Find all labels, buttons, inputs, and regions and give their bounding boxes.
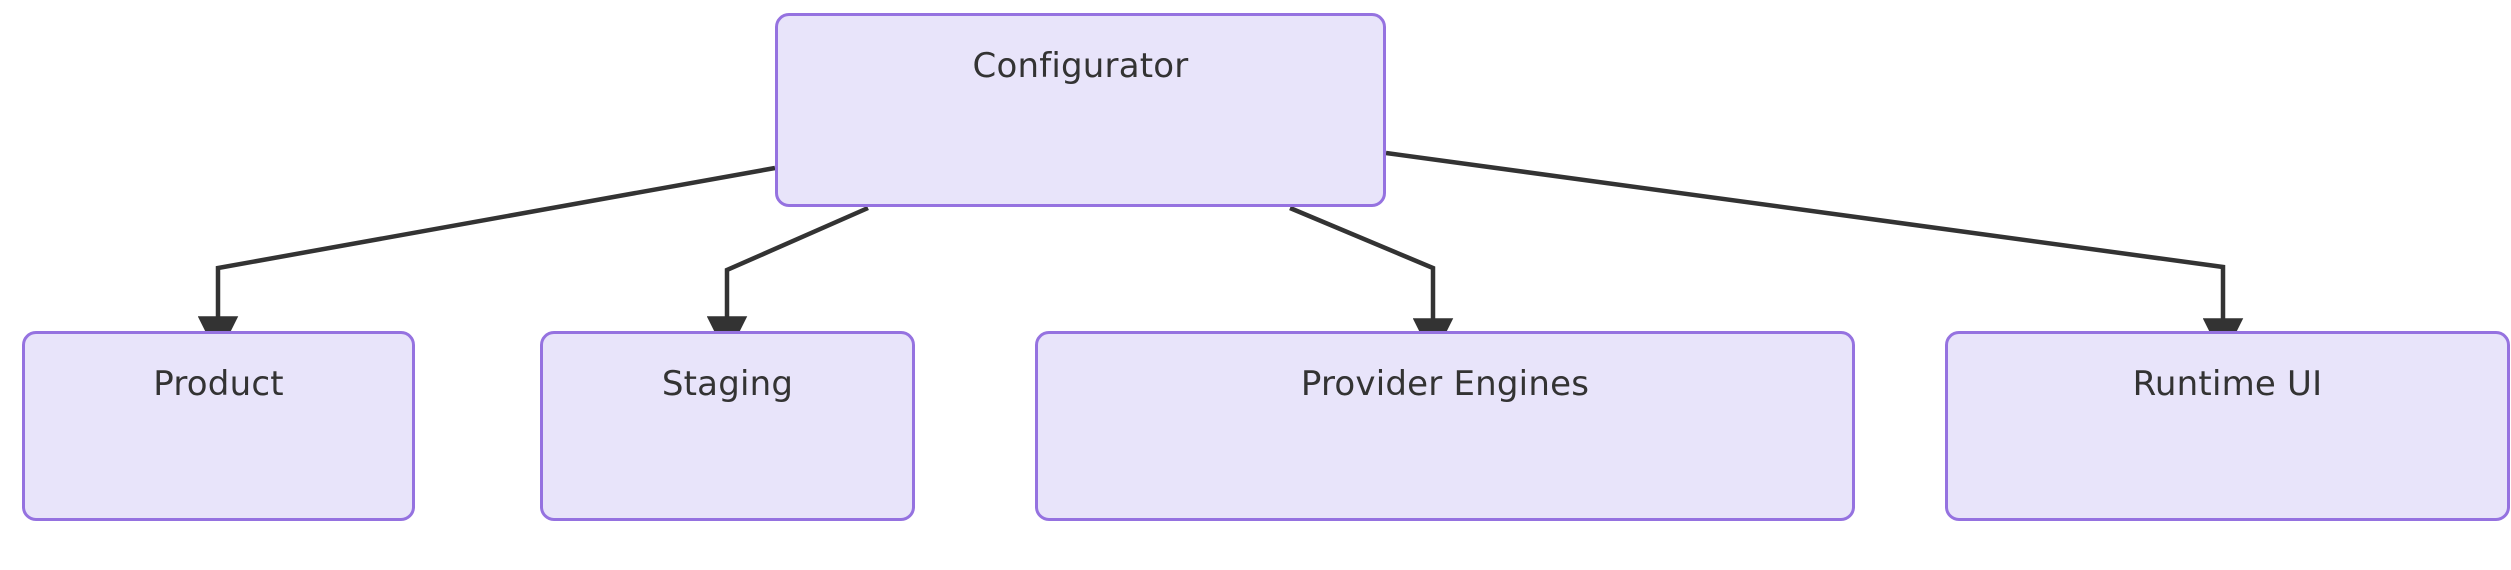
node-runtime-ui-label: Runtime UI (2132, 364, 2323, 404)
node-configurator[interactable]: Configurator (775, 13, 1386, 207)
edge-configurator-product (197, 165, 776, 357)
node-product[interactable]: Product (22, 331, 415, 521)
node-provider-engines-label: Provider Engines (1300, 364, 1590, 404)
edge-configurator-provider-engines (1289, 205, 1454, 359)
edge-configurator-staging (706, 205, 869, 357)
node-staging-label: Staging (661, 364, 794, 404)
node-configurator-label: Configurator (972, 46, 1189, 86)
node-runtime-ui[interactable]: Runtime UI (1945, 331, 2510, 521)
node-provider-engines[interactable]: Provider Engines (1035, 331, 1855, 521)
node-staging[interactable]: Staging (540, 331, 915, 521)
edge-configurator-runtime-ui (1385, 150, 2244, 359)
node-product-label: Product (153, 364, 284, 404)
